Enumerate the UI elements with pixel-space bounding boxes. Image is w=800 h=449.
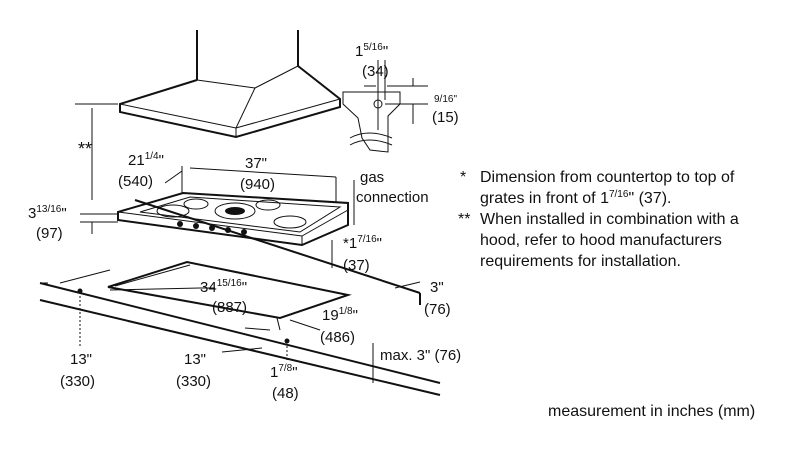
note-2-line-1: When installed in combination with a [480, 211, 739, 228]
left-width-label: 211/4" [128, 151, 164, 169]
note-2-line-3: requirements for installation. [480, 253, 681, 270]
note-1-line-1: Dimension from countertop to top of [480, 169, 735, 186]
cutout-depth-label: 191/8" [322, 306, 358, 324]
cutout-width-label: 3415/16" [200, 278, 247, 296]
back-clearance-mm: (76) [424, 301, 451, 318]
countertop-drawing [39, 199, 441, 396]
grate-height-mm: (37) [343, 257, 370, 274]
left-clearance-label: 13" [70, 351, 92, 368]
gas-connection-label-2: connection [356, 189, 429, 206]
front-clearance-mm: (330) [176, 373, 211, 390]
overall-width-mm: (940) [240, 176, 275, 193]
note-2-line-2: hood, refer to hood manufacturers [480, 232, 722, 249]
gas-connection-label: gas [360, 169, 384, 186]
measurement-units-caption: measurement in inches (mm) [548, 403, 755, 420]
mounting-detail-drawing [342, 60, 428, 153]
left-clearance-mm: (330) [60, 373, 95, 390]
note-1-line-2: grates in front of 17/16" (37). [480, 189, 671, 207]
side-offset-mm: (15) [432, 109, 459, 126]
edge-offset-mm: (48) [272, 385, 299, 402]
note-2-mark: ** [458, 211, 470, 228]
side-offset-label: 9/16" [434, 94, 457, 105]
hood-height-mark: ** [78, 139, 92, 159]
range-hood-drawing [119, 30, 341, 139]
note-1-mark: * [460, 169, 466, 186]
overall-width-label: 37" [245, 155, 267, 172]
edge-offset-label: 17/8" [270, 363, 298, 381]
cooktop-height-mm: (97) [36, 225, 63, 242]
front-clearance-label: 13" [184, 351, 206, 368]
dimension-lines [40, 103, 421, 383]
cutout-width-mm: (887) [212, 299, 247, 316]
cutout-depth-mm: (486) [320, 329, 355, 346]
cooktop-height-label: 313/16" [28, 204, 67, 222]
back-clearance-label: 3" [430, 279, 444, 296]
dimension-labels: 15/16" (34) 9/16" (15) ** 211/4" (540) 3… [28, 42, 461, 402]
footnotes: * Dimension from countertop to top of gr… [458, 169, 739, 270]
hood-offset-mm: (34) [362, 63, 389, 80]
grate-height-label: *17/16" [343, 234, 382, 252]
hood-offset-label: 15/16" [355, 42, 388, 60]
max-depth-label: max. 3" (76) [380, 347, 461, 364]
cooktop-drawing [117, 191, 349, 247]
left-width-mm: (540) [118, 173, 153, 190]
